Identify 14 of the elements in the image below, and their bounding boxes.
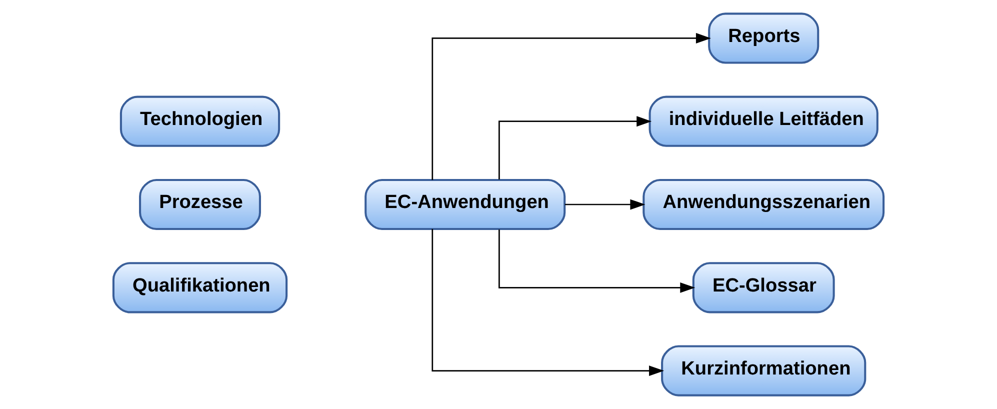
arrow bbox=[432, 32, 711, 180]
node-box: Prozesse bbox=[139, 178, 261, 230]
node-box: EC-Anwendungen bbox=[364, 178, 566, 230]
arrow bbox=[498, 229, 696, 293]
arrow bbox=[498, 116, 652, 180]
node-box: individuelle Leitfäden bbox=[648, 96, 878, 147]
node-box: Anwendungsszenarien bbox=[642, 178, 885, 230]
arrow bbox=[432, 229, 664, 376]
node-box: Qualifikationen bbox=[112, 262, 288, 314]
node-box: EC-Glossar bbox=[692, 262, 835, 314]
arrow bbox=[564, 199, 646, 210]
node-box: Kurzinformationen bbox=[661, 345, 866, 396]
node-box: Technologien bbox=[120, 96, 280, 147]
node-box: Reports bbox=[708, 12, 820, 64]
